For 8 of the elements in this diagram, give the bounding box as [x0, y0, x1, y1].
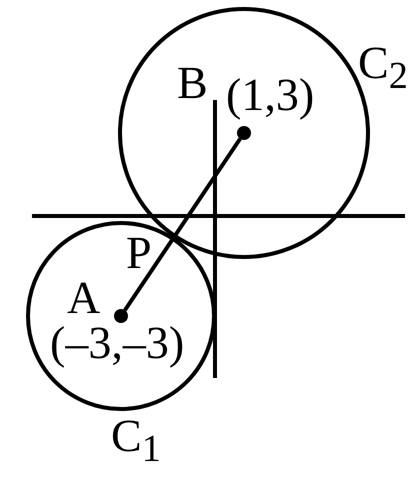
point-label: P — [126, 230, 152, 276]
point-label: B — [177, 60, 208, 106]
curve-label: C$_{2}$ — [358, 40, 408, 96]
coordinate-label: (1,3) — [226, 72, 314, 118]
point-label: A — [67, 275, 100, 321]
coordinate-label: (–3,–3) — [50, 320, 184, 366]
line-segment — [123, 138, 242, 312]
curve-label: C$_{1}$ — [111, 413, 161, 469]
